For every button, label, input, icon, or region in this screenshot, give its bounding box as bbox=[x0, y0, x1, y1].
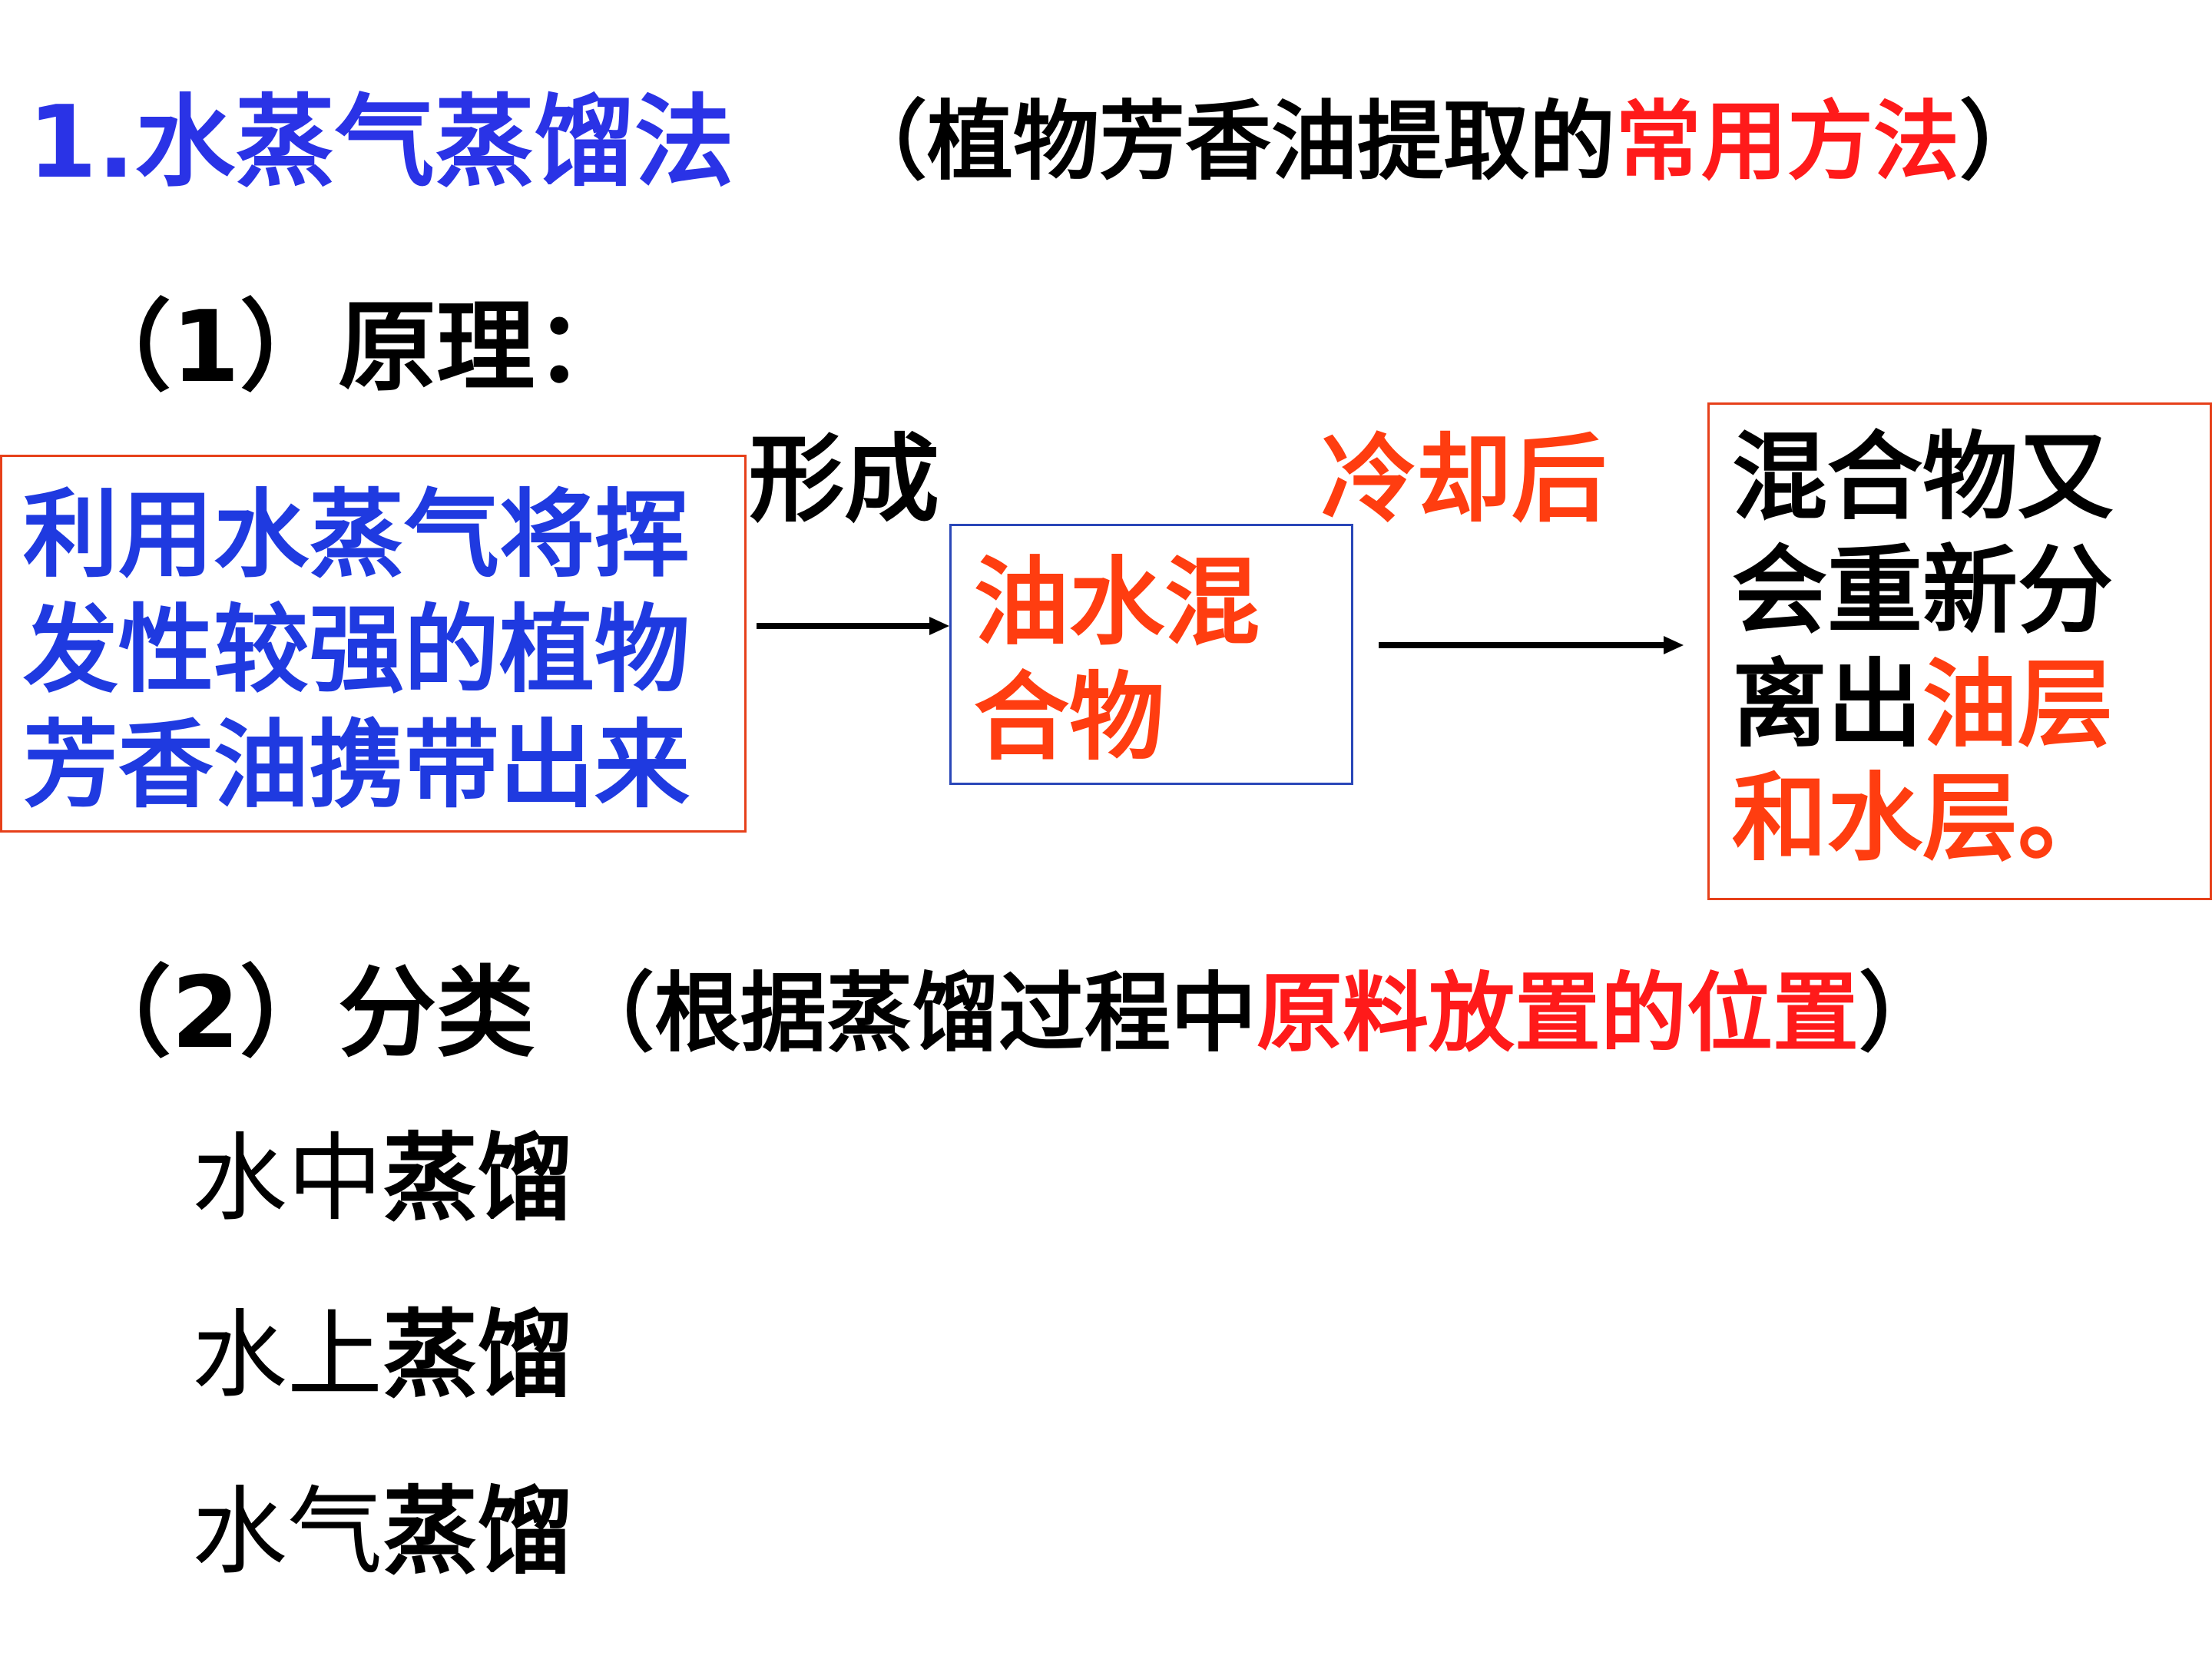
method-suffix: 蒸馏 bbox=[382, 1124, 574, 1234]
principle-heading: （1）原理： bbox=[73, 290, 634, 405]
method-item: 水气蒸馏 bbox=[192, 1475, 573, 1590]
right-box-text-black: 混合物又会重新分离出 bbox=[1732, 422, 2114, 760]
classification-note-close: ） bbox=[1859, 964, 1945, 1064]
left-box-text: 利用水蒸气将挥发性较强的植物芳香油携带出来 bbox=[23, 480, 690, 821]
middle-box-text: 油水混合物 bbox=[974, 548, 1260, 773]
arrow2-label: 冷却后 bbox=[1321, 425, 1608, 535]
classification-note-open: （根据蒸馏过程中 bbox=[568, 964, 1257, 1064]
classification-note: （根据蒸馏过程中原料放置的位置） bbox=[568, 956, 1945, 1071]
title-note: （植物芳香油提取的常用方法） bbox=[841, 84, 2045, 200]
method-prefix: 水气 bbox=[192, 1477, 383, 1588]
method-item: 水中蒸馏 bbox=[192, 1121, 573, 1237]
title-note-close: ） bbox=[1959, 92, 2045, 192]
right-box-text-red: 油层和水层。 bbox=[1732, 650, 2114, 874]
page-title: 1.水蒸气蒸馏法 bbox=[28, 84, 734, 200]
method-prefix: 水中 bbox=[192, 1124, 383, 1234]
title-note-open: （植物芳香油提取的 bbox=[841, 92, 1615, 192]
method-suffix: 蒸馏 bbox=[382, 1477, 574, 1588]
arrow1-label: 形成 bbox=[749, 425, 940, 535]
classification-heading: （2）分类 bbox=[73, 956, 535, 1071]
classification-note-highlight: 原料放置的位置 bbox=[1257, 964, 1859, 1064]
title-note-highlight: 常用方法 bbox=[1615, 92, 1959, 192]
arrow-1 bbox=[757, 617, 949, 635]
method-suffix: 蒸馏 bbox=[382, 1300, 574, 1411]
middle-box bbox=[949, 524, 1353, 785]
right-box-text: 混合物又会重新分离出油层和水层。 bbox=[1732, 421, 2193, 876]
left-box bbox=[0, 455, 747, 833]
method-item: 水上蒸馏 bbox=[192, 1298, 573, 1413]
arrow-2 bbox=[1379, 636, 1684, 654]
method-prefix: 水上 bbox=[192, 1300, 383, 1411]
right-box bbox=[1707, 402, 2212, 900]
